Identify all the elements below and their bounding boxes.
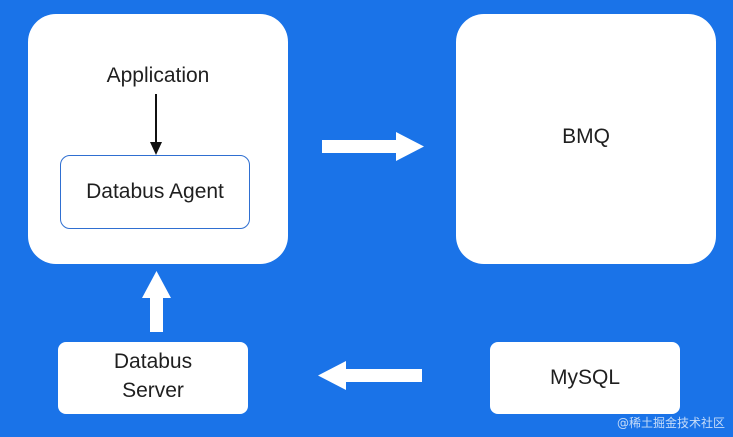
bmq-node: BMQ bbox=[456, 14, 716, 264]
databus-server-label-line2: Server bbox=[122, 379, 184, 402]
arrow-left-to-server bbox=[318, 361, 422, 390]
databus-server-label-line1: Databus bbox=[113, 350, 193, 373]
bmq-label: BMQ bbox=[562, 125, 610, 148]
mysql-label: MySQL bbox=[549, 366, 620, 389]
databus-server-node: Databus Server bbox=[58, 342, 248, 414]
application-to-agent-arrow bbox=[150, 94, 162, 155]
arrow-up-to-application bbox=[142, 271, 171, 332]
databus-agent-node: Databus Agent bbox=[60, 155, 250, 229]
watermark: @稀土掘金技术社区 bbox=[616, 416, 725, 430]
databus-agent-label: Databus Agent bbox=[86, 180, 224, 203]
application-node: Application Databus Agent bbox=[28, 14, 288, 264]
arrow-right-to-bmq bbox=[322, 132, 424, 161]
mysql-node: MySQL bbox=[490, 342, 680, 414]
application-label: Application bbox=[106, 64, 210, 87]
